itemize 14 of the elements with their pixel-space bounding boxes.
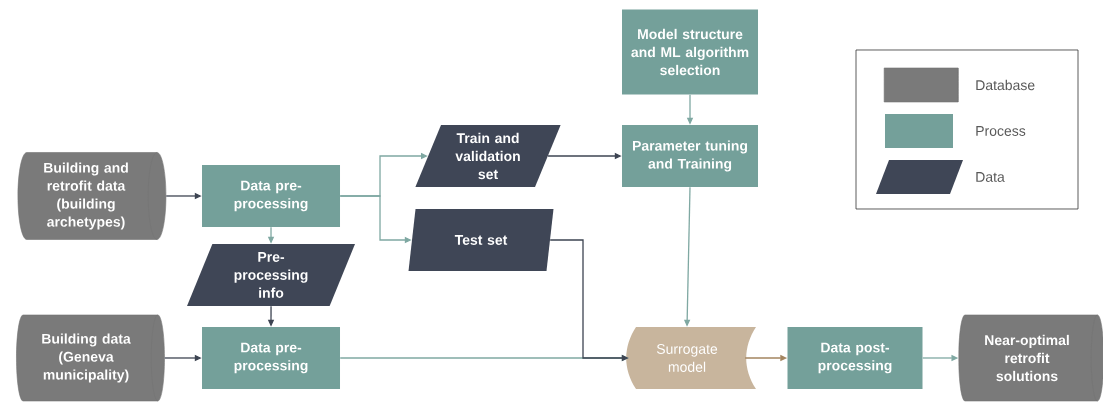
- data-parallelogram: Pre-processing info: [187, 244, 355, 306]
- process-box: Data post-processing: [787, 327, 923, 389]
- process-box: Parameter tuning and Training: [622, 125, 758, 187]
- process-box: Data pre-processing: [202, 165, 340, 227]
- database-cylinder: Near-optimal retrofit solutions: [958, 314, 1103, 402]
- data-parallelogram: Test set: [408, 209, 554, 271]
- data-parallelogram: Train and validation set: [415, 125, 561, 187]
- legend-label: Process: [976, 126, 1026, 136]
- database-cylinder: Building and retrofit data (building archetypes): [17, 152, 167, 240]
- process-box: Model structure and ML algorithm selection: [622, 9, 758, 95]
- database-cylinder: Building data (Geneva municipality): [16, 314, 165, 402]
- legend-label: Database: [976, 79, 1035, 91]
- legend-label: Data: [976, 172, 1005, 182]
- process-box: Data pre-processing: [202, 327, 340, 389]
